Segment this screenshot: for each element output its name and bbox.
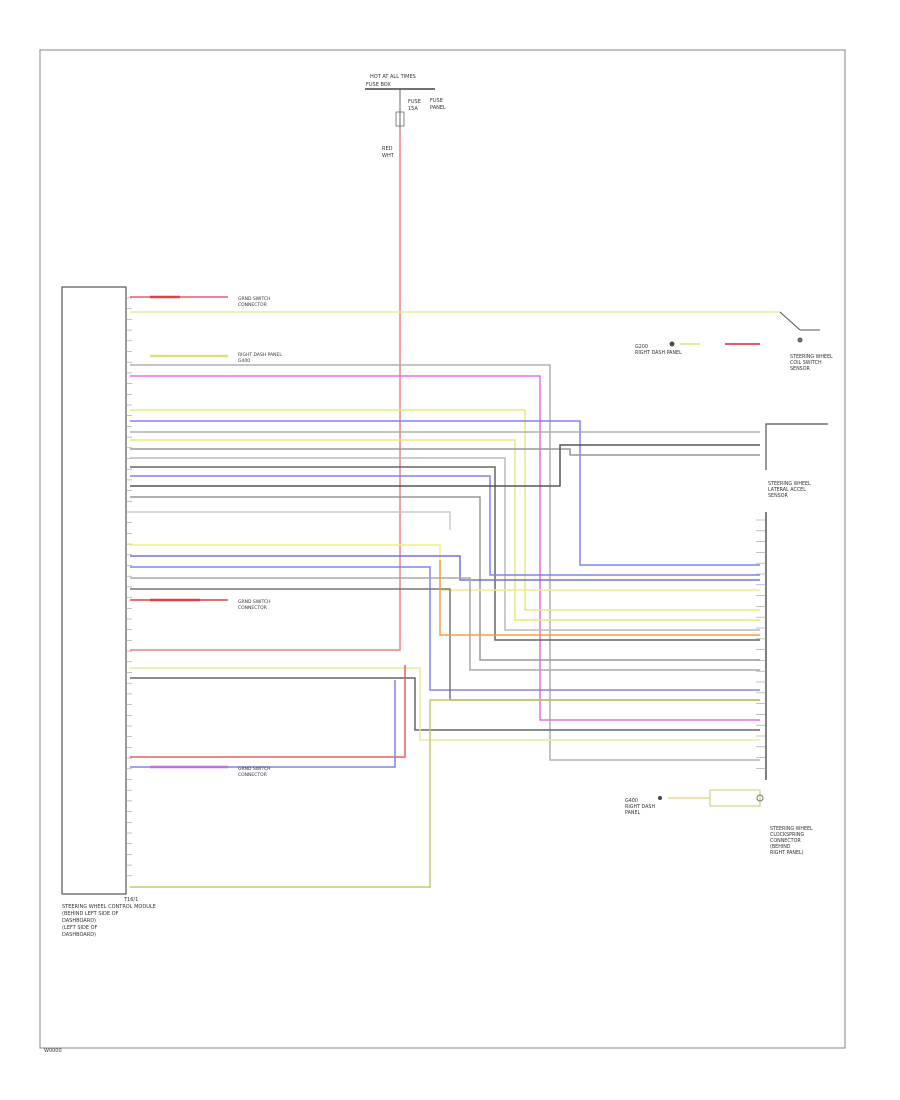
wire-orange bbox=[439, 560, 760, 636]
module-label-line-4: (LEFT SIDE OF bbox=[62, 925, 98, 931]
wire-dark-2 bbox=[130, 444, 760, 487]
header-line-2: FUSE BOX bbox=[366, 82, 391, 88]
wire-dark-1 bbox=[130, 466, 760, 641]
note-mid-2: CONNECTOR bbox=[238, 605, 267, 611]
wire-yellow-3 bbox=[130, 439, 760, 621]
conn-label-4: (BEHIND bbox=[770, 844, 791, 850]
switch-label-3: SENSOR bbox=[790, 366, 810, 372]
wire-side-notes: GRND SWITCH CONNECTOR RIGHT DASH PANEL G… bbox=[238, 296, 282, 778]
wire-blue-3 bbox=[130, 555, 760, 581]
conn-label-5: RIGHT PANEL) bbox=[770, 850, 804, 856]
ground-top-label-1: G200 bbox=[635, 344, 648, 350]
module-label: STEERING WHEEL CONTROL MODULE (BEHIND LE… bbox=[62, 897, 156, 938]
wire-group bbox=[130, 130, 780, 888]
fuse-label-2: 15A bbox=[408, 106, 418, 112]
module-pin-numbers bbox=[126, 297, 132, 877]
wire-yellow-2 bbox=[130, 409, 760, 611]
wire-red-feed bbox=[130, 130, 401, 651]
module-label-line-1: STEERING WHEEL CONTROL MODULE bbox=[62, 904, 156, 910]
module-label-line-2: (BEHIND LEFT SIDE OF bbox=[62, 911, 119, 917]
header-label: HOT AT ALL TIMES FUSE BOX FUSE 15A FUSE … bbox=[366, 74, 446, 159]
switch-label-1: STEERING WHEEL bbox=[790, 354, 833, 360]
conn-label-2: CLOCKSPRING bbox=[770, 832, 804, 838]
ground-bottom-3: PANEL bbox=[625, 810, 640, 816]
switch-label-2: COIL SWITCH bbox=[790, 360, 822, 366]
conn-label-3: CONNECTOR bbox=[770, 838, 801, 844]
note-second-2: G400 bbox=[238, 358, 250, 364]
wire-grey-7 bbox=[130, 511, 451, 530]
wire-grey-3 bbox=[130, 448, 760, 456]
connector-block-label: STEERING WHEEL CLOCKSPRING CONNECTOR (BE… bbox=[770, 826, 813, 856]
wire-grey-6 bbox=[130, 577, 760, 671]
wire-yellow-5 bbox=[130, 667, 760, 741]
ground-bottom-label: G400 RIGHT DASH PANEL bbox=[625, 798, 655, 816]
sensor-label-2: LATERAL ACCEL bbox=[768, 487, 806, 493]
note-lower-1: GRND SWITCH bbox=[238, 766, 271, 772]
ground-top-label-2: RIGHT DASH PANEL bbox=[635, 350, 682, 356]
wire-blue-4 bbox=[130, 566, 760, 691]
ground-bottom-2: RIGHT DASH bbox=[625, 804, 655, 810]
wire-grey-1 bbox=[130, 364, 760, 761]
wire-dark-3 bbox=[130, 588, 760, 701]
header-line-1: HOT AT ALL TIMES bbox=[370, 74, 416, 80]
module-label-line-5: DASHBOARD) bbox=[62, 932, 96, 938]
wire-dark-4 bbox=[130, 677, 760, 731]
wire-end-stubs bbox=[150, 295, 228, 769]
wire-blue-2 bbox=[130, 475, 760, 576]
lateral-sensor-block bbox=[765, 423, 828, 470]
wire-label-1: RED bbox=[382, 146, 393, 152]
wire-blue-5 bbox=[130, 680, 396, 768]
wire-grey-4 bbox=[130, 457, 760, 631]
sensor-label-1: STEERING WHEEL bbox=[768, 481, 811, 487]
wire-yellow-green bbox=[130, 699, 760, 888]
sensor-label-3: SENSOR bbox=[768, 493, 788, 499]
fuse-right-1: FUSE bbox=[430, 98, 443, 104]
coil-switch-icon bbox=[779, 311, 820, 343]
wire-grey-5 bbox=[130, 496, 760, 661]
ground-top-icon bbox=[669, 341, 760, 347]
module-connector-label: T16/1 bbox=[123, 897, 138, 903]
footer-code: W0000 bbox=[44, 1048, 62, 1054]
note-mid-1: GRND SWITCH bbox=[238, 599, 271, 605]
wire-pink bbox=[130, 375, 760, 721]
ground-bottom-1: G400 bbox=[625, 798, 638, 804]
note-second-1: RIGHT DASH PANEL bbox=[238, 352, 282, 358]
conn-label-1: STEERING WHEEL bbox=[770, 826, 813, 832]
switch-label: STEERING WHEEL COIL SWITCH SENSOR G200 R… bbox=[635, 344, 833, 372]
fuse-label-1: FUSE bbox=[408, 99, 421, 105]
connector-pin-labels bbox=[756, 519, 766, 769]
module-label-line-3: DASHBOARD) bbox=[62, 918, 96, 924]
note-top-left-1: GRND SWITCH bbox=[238, 296, 271, 302]
wire-red-3 bbox=[130, 665, 406, 758]
fuse-right-2: PANEL bbox=[430, 105, 446, 111]
control-module-block bbox=[61, 286, 127, 895]
diagram-frame bbox=[39, 49, 846, 1049]
wire-label-2: WHT bbox=[382, 153, 395, 159]
fuse-icon bbox=[395, 90, 405, 130]
wire-blue-1 bbox=[130, 420, 760, 566]
note-top-left-2: CONNECTOR bbox=[238, 302, 267, 308]
note-lower-2: CONNECTOR bbox=[238, 772, 267, 778]
ground-bottom-icon bbox=[658, 789, 764, 807]
sensor-label: STEERING WHEEL LATERAL ACCEL SENSOR bbox=[768, 481, 811, 499]
